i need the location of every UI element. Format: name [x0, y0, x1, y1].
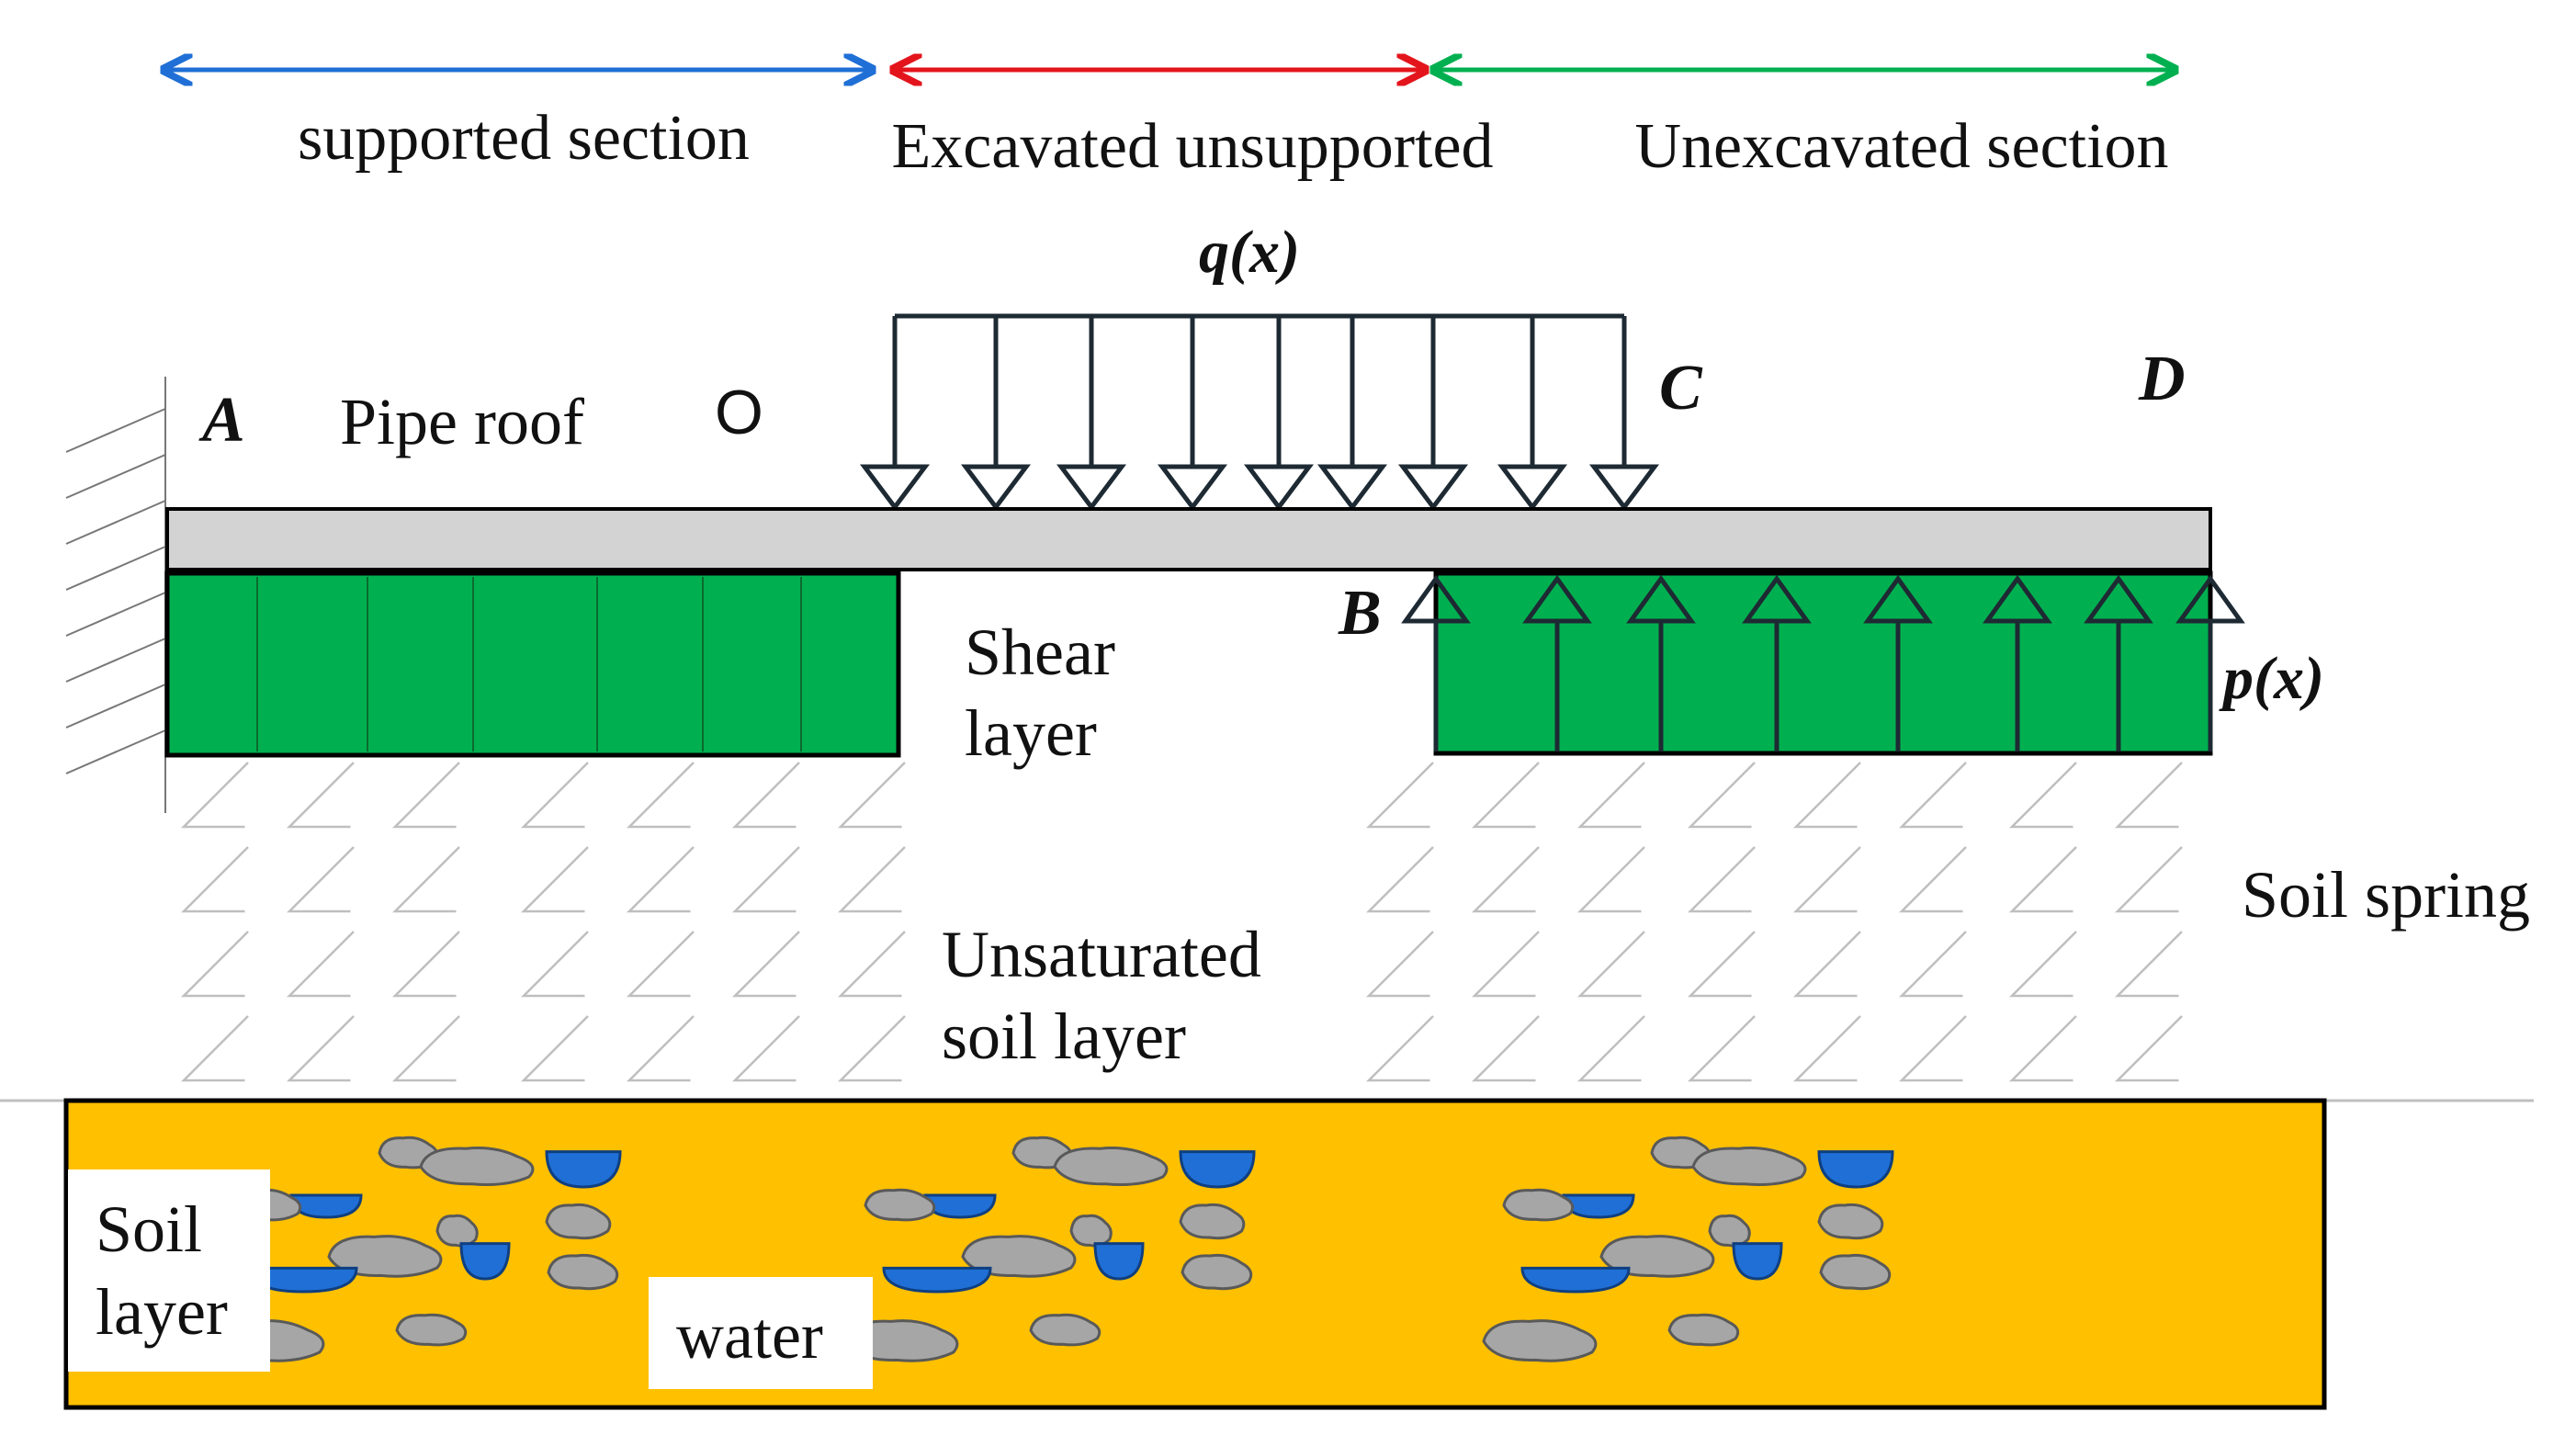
soil-spring	[520, 762, 589, 1082]
water-drop	[1093, 1242, 1145, 1281]
fixed-support-hatching	[65, 377, 166, 813]
q-load-arrow	[1317, 316, 1387, 512]
q-load-arrow	[1244, 316, 1314, 512]
q-load-label: q(x)	[1199, 219, 1300, 286]
shear-layer-right	[1433, 571, 2213, 756]
unsaturated-soil-label-line1: Unsaturated	[942, 918, 1261, 991]
soil-spring	[1898, 762, 1967, 1082]
q-load-arrow	[1497, 316, 1567, 512]
stone	[547, 1253, 619, 1291]
p-load-arrow	[1983, 574, 2052, 751]
stone	[419, 1147, 535, 1186]
p-load-arrow	[2084, 574, 2153, 751]
shear-layer-left	[164, 571, 901, 758]
pipe-roof-beam	[165, 507, 2212, 571]
soil-spring	[180, 762, 249, 1082]
p-load-arrow	[1742, 574, 1812, 751]
stone	[961, 1235, 1077, 1278]
unexcavated-section-label: Unexcavated section	[1634, 111, 2168, 182]
water-drop	[1562, 1193, 1635, 1219]
q-load-arrow	[1398, 316, 1468, 512]
soil-layer-label-line2: layer	[96, 1275, 228, 1349]
water-drop	[459, 1242, 511, 1281]
unsaturated-soil-label-line2: soil layer	[942, 1000, 1186, 1073]
q-load-arrow	[1589, 316, 1659, 512]
shear-layer-label-line2: layer	[965, 696, 1097, 770]
supported-section-label: supported section	[298, 103, 750, 174]
reaction-load-p	[1401, 574, 2245, 751]
q-load-arrow	[1158, 316, 1227, 512]
p-load-arrow	[2175, 574, 2245, 751]
soil-springs	[180, 762, 2183, 1082]
water-drop	[923, 1193, 997, 1219]
soil-layer-label-line1: Soil	[96, 1192, 202, 1266]
soil-spring	[1365, 762, 1434, 1082]
stone	[327, 1235, 443, 1278]
stone	[1819, 1253, 1892, 1291]
stone	[1181, 1253, 1253, 1291]
q-load-arrow	[961, 316, 1031, 512]
water-drop	[1179, 1150, 1256, 1189]
soil-spring	[286, 762, 355, 1082]
water-label-box	[649, 1277, 873, 1389]
soil-spring-label: Soil spring	[2242, 858, 2530, 932]
stone	[1599, 1235, 1715, 1278]
soil-spring	[2114, 762, 2183, 1082]
stone	[1179, 1203, 1246, 1240]
stone	[1817, 1203, 1884, 1240]
shear-layer-label-line1: Shear	[965, 616, 1115, 689]
excavated-unsupported-label: Excavated unsupported	[891, 111, 1493, 182]
stone	[395, 1313, 468, 1347]
point-c-label: C	[1659, 353, 1703, 424]
stone	[1029, 1313, 1102, 1347]
soil-spring	[2008, 762, 2077, 1082]
stone	[1691, 1147, 1807, 1186]
water-drop	[1520, 1266, 1631, 1294]
pipe-roof-label: Pipe roof	[340, 385, 584, 458]
water-drop	[289, 1193, 363, 1219]
soil-spring	[626, 762, 695, 1082]
soil-layer-label-box	[68, 1169, 270, 1372]
water-label: water	[676, 1299, 823, 1373]
p-load-arrow	[1401, 574, 1471, 751]
point-o-label: O	[715, 378, 763, 447]
point-b-label: B	[1338, 578, 1382, 649]
stone	[1069, 1214, 1113, 1248]
stone	[1053, 1147, 1169, 1186]
stone	[1482, 1319, 1598, 1362]
stone	[435, 1214, 479, 1248]
soil-spring	[1687, 762, 1756, 1082]
water-drop	[882, 1266, 992, 1294]
p-load-label: p(x)	[2219, 645, 2324, 712]
stone	[864, 1188, 936, 1222]
water-drop	[1732, 1242, 1783, 1281]
soil-spring	[1792, 762, 1861, 1082]
soil-spring	[837, 762, 906, 1082]
stone	[1502, 1188, 1575, 1222]
q-load-arrow	[1056, 316, 1126, 512]
soil-spring	[391, 762, 460, 1082]
soil-spring	[731, 762, 800, 1082]
stone	[545, 1203, 612, 1240]
soil-spring	[1576, 762, 1645, 1082]
p-load-arrow	[1626, 574, 1696, 751]
q-load-arrow	[860, 316, 930, 512]
p-load-arrow	[1863, 574, 1933, 751]
stone	[843, 1319, 959, 1362]
stone	[1667, 1313, 1740, 1347]
water-drop	[545, 1150, 622, 1189]
water-drop	[1817, 1150, 1894, 1189]
soil-particles	[209, 1136, 1894, 1362]
point-d-label: D	[2138, 344, 2186, 414]
p-load-arrow	[1522, 574, 1592, 751]
stone	[1708, 1214, 1751, 1248]
point-a-label: A	[198, 385, 245, 456]
distributed-load-q	[860, 313, 1659, 512]
soil-spring	[1471, 762, 1540, 1082]
